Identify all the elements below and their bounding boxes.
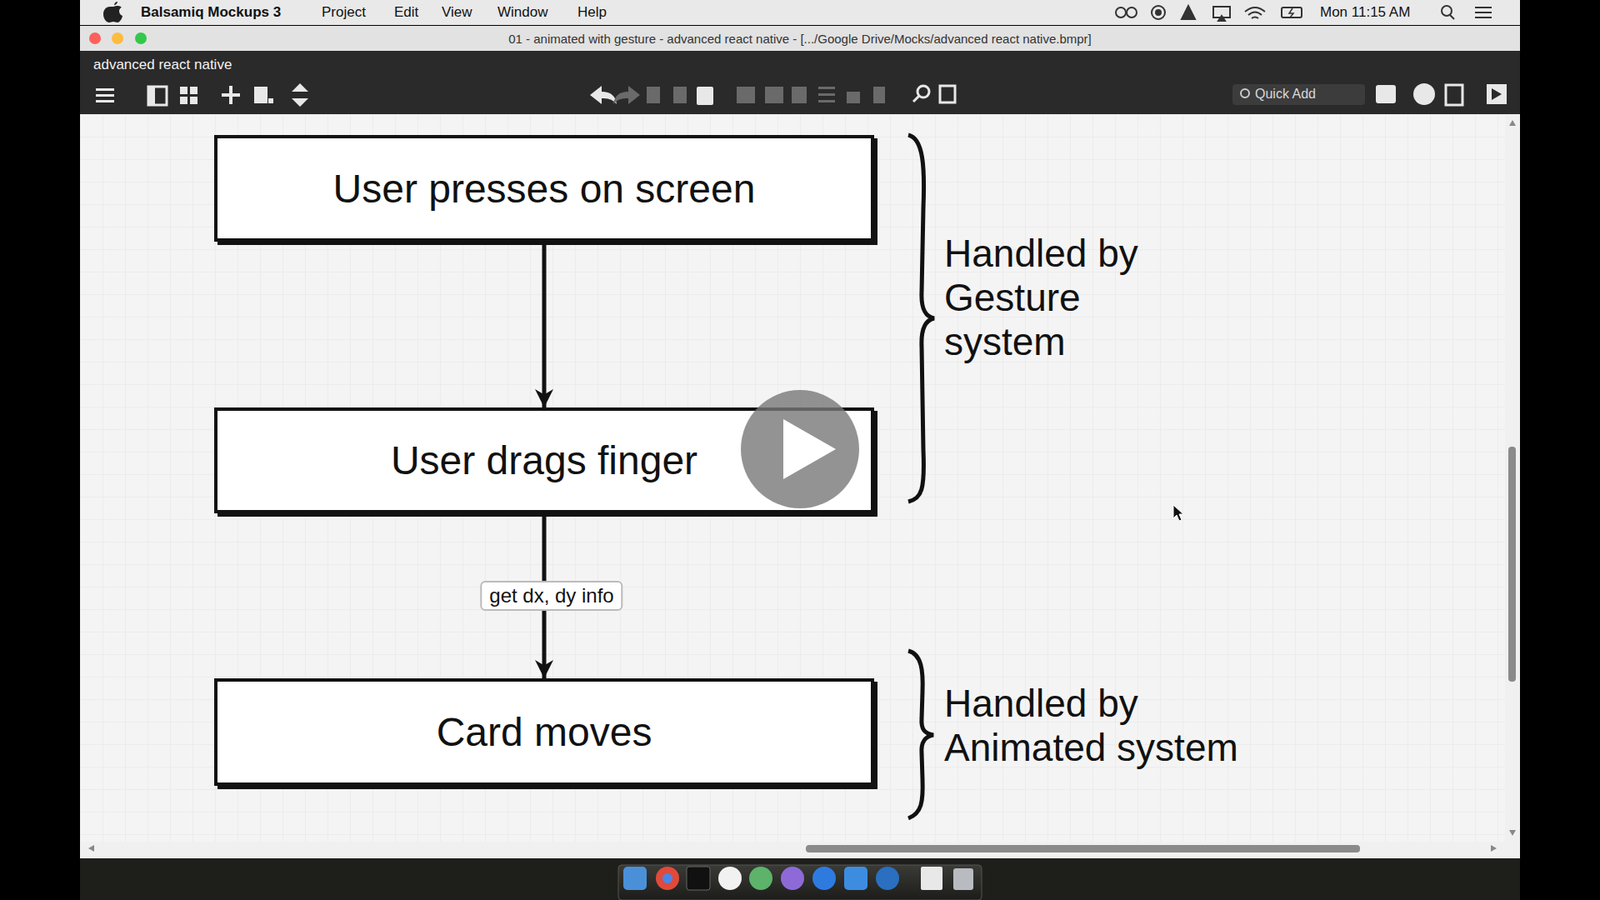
vertical-scroll-track (1505, 114, 1520, 842)
brace-note: Handled by Gesture system (944, 231, 1195, 365)
menu-bar (80, 0, 1520, 25)
status-icons (1115, 5, 1492, 21)
box-text: User presses on screen (333, 165, 756, 212)
brace-note: Handled by Animated system (944, 681, 1286, 770)
ui-text: Project (321, 4, 366, 21)
desktop (80, 858, 1520, 900)
scroll-arrow (1490, 845, 1497, 852)
play-button (740, 390, 860, 509)
box-text: User drags finger (390, 437, 698, 484)
toolbar (80, 50, 1520, 115)
ui-text: Help (577, 4, 607, 21)
process-box: User drags finger (214, 407, 875, 514)
search-icons (913, 85, 955, 103)
play-triangle (783, 419, 836, 480)
toolbar-icons (95, 83, 617, 107)
ui-text: View (441, 4, 473, 21)
ui-text: Mon 11:15 AM (1320, 4, 1410, 21)
ui-text: Window (497, 4, 548, 21)
window-title-bar (80, 25, 1520, 51)
process-box: Card moves (214, 678, 875, 786)
close-button (89, 32, 101, 45)
edge-label: get dx, dy info (480, 580, 623, 611)
ui-text: 01 - animated with gesture - advanced re… (508, 31, 1092, 46)
toolbar-right-icons (1375, 83, 1507, 105)
flow-arrow (542, 241, 547, 408)
process-box: User presses on screen (214, 135, 875, 242)
paste-icon (696, 86, 714, 105)
minimize-button (111, 32, 124, 45)
scroll-arrow (1509, 830, 1516, 836)
box-text: Card moves (436, 709, 653, 755)
horizontal-scroll-track (80, 841, 1520, 859)
ui-text: Edit (394, 4, 419, 21)
dock (618, 865, 982, 900)
quick-add-icon (1240, 89, 1250, 98)
vertical-scroll-thumb (1508, 446, 1516, 682)
quick-add-field (1232, 84, 1365, 105)
curly-brace (908, 135, 935, 502)
canvas-grid (80, 114, 1520, 842)
mouse-cursor (1173, 505, 1184, 521)
horizontal-scroll-thumb (805, 845, 1360, 853)
ui-text: Balsamiq Mockups 3 (140, 4, 281, 21)
toolbar-icons-disabled (613, 85, 885, 105)
dock-icons (623, 866, 974, 890)
apple-logo (103, 1, 123, 23)
scroll-arrow (1509, 120, 1516, 126)
ui-text: Quick Add (1255, 86, 1316, 102)
zoom-button (135, 32, 147, 45)
scroll-arrow (88, 845, 95, 852)
curly-brace (908, 650, 934, 819)
play-icon (1491, 88, 1502, 100)
ui-text: advanced react native (93, 56, 232, 74)
